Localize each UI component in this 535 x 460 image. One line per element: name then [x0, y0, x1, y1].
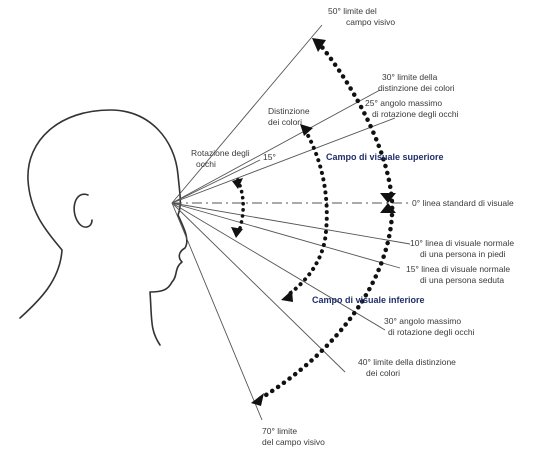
label-25-line1: 25° angolo massimo — [365, 98, 442, 108]
zero-marker — [380, 193, 396, 213]
outer-arc — [251, 38, 395, 406]
label-distinz-line2: dei colori — [268, 117, 302, 127]
label-rotaz-line1: Rotazione degli — [191, 148, 250, 158]
label-distinz-line1: Distinzione — [268, 106, 310, 116]
arrow-rot-up — [232, 178, 243, 189]
label-10-line1: 10° linea di visuale normale — [410, 238, 514, 248]
label-40-line1: 40° limite della distinzione — [358, 357, 456, 367]
line-50-up — [171, 24, 323, 204]
label-30up-line2: distinzione dei colori — [378, 83, 455, 93]
inner-arc — [231, 178, 245, 238]
middle-arc — [281, 124, 329, 302]
label-0: 0° linea standard di visuale — [412, 198, 514, 208]
label-40-line2: dei colori — [366, 368, 400, 378]
line-30-down — [171, 202, 386, 331]
label-rotaz-line2: occhi — [196, 159, 216, 169]
line-40-down — [171, 202, 346, 373]
label-campo-superiore: Campo di visuale superiore — [326, 152, 444, 162]
label-25-line2: di rotazione degli occhi — [372, 109, 459, 119]
label-30down-line2: di rotazione degli occhi — [388, 327, 475, 337]
labels: 50° limite del campo visivo 30° limite d… — [191, 6, 514, 447]
label-50-line2: campo visivo — [346, 17, 395, 27]
label-30down-line1: 30° angolo massimo — [384, 316, 461, 326]
arrow-50 — [312, 38, 326, 52]
label-50-line1: 50° limite del — [328, 6, 377, 16]
arrow-rot-down — [231, 227, 243, 238]
label-campo-inferiore: Campo di visuale inferiore — [312, 295, 425, 305]
sight-lines — [171, 24, 411, 421]
line-10-down — [171, 202, 411, 245]
label-30up-line1: 30° limite della — [382, 72, 438, 82]
head-silhouette — [19, 109, 188, 346]
label-15-small: 15° — [263, 152, 276, 162]
line-30-up — [171, 89, 381, 204]
label-70-line1: 70° limite — [262, 426, 297, 436]
arrow-30-up — [300, 124, 313, 136]
label-10-line2: di una persona in piedi — [420, 249, 506, 259]
line-15-up — [171, 159, 261, 204]
label-15-line1: 15° linea di visuale normale — [406, 264, 510, 274]
label-70-line2: del campo visivo — [262, 437, 325, 447]
arrow-30-down — [281, 290, 293, 302]
label-15-line2: di una persona seduta — [420, 275, 504, 285]
arrow-70 — [251, 393, 264, 406]
line-25-up — [171, 117, 396, 204]
line-15-down — [171, 202, 401, 269]
line-70-down — [171, 202, 263, 421]
